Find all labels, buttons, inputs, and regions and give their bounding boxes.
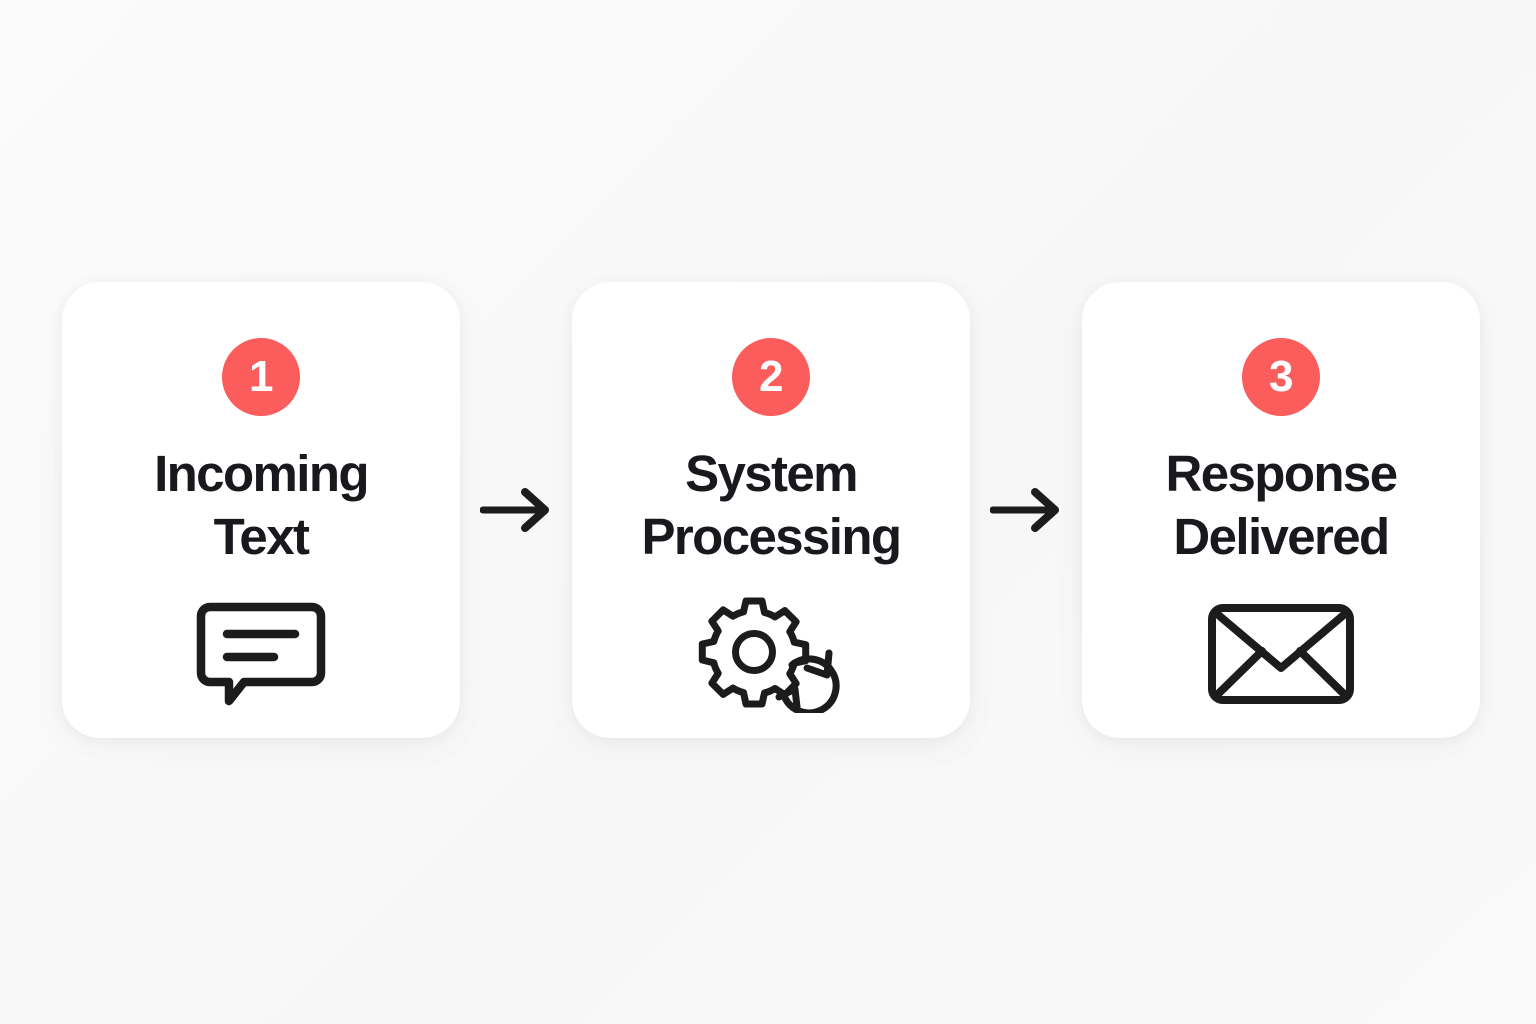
gear-refresh-icon — [686, 594, 856, 714]
step-card-1[interactable]: 1 Incoming Text — [62, 282, 460, 738]
arrow-right-icon-1 — [460, 480, 572, 540]
step-card-3[interactable]: 3 Response Delivered — [1082, 282, 1480, 738]
step-number-badge-1: 1 — [222, 338, 300, 416]
step-title-3: Response Delivered — [1165, 445, 1399, 565]
arrow-right-icon-2 — [970, 480, 1082, 540]
envelope-icon — [1196, 594, 1366, 714]
process-flow-diagram: 1 Incoming Text 2 System Processing — [62, 282, 1480, 738]
step-number-badge-3: 3 — [1242, 338, 1320, 416]
step-title-2: System Processing — [641, 445, 903, 565]
step-card-2[interactable]: 2 System Processing — [572, 282, 970, 738]
chat-bubble-icon — [176, 594, 346, 714]
step-title-1: Incoming Text — [154, 445, 369, 565]
step-number-badge-2: 2 — [732, 338, 810, 416]
